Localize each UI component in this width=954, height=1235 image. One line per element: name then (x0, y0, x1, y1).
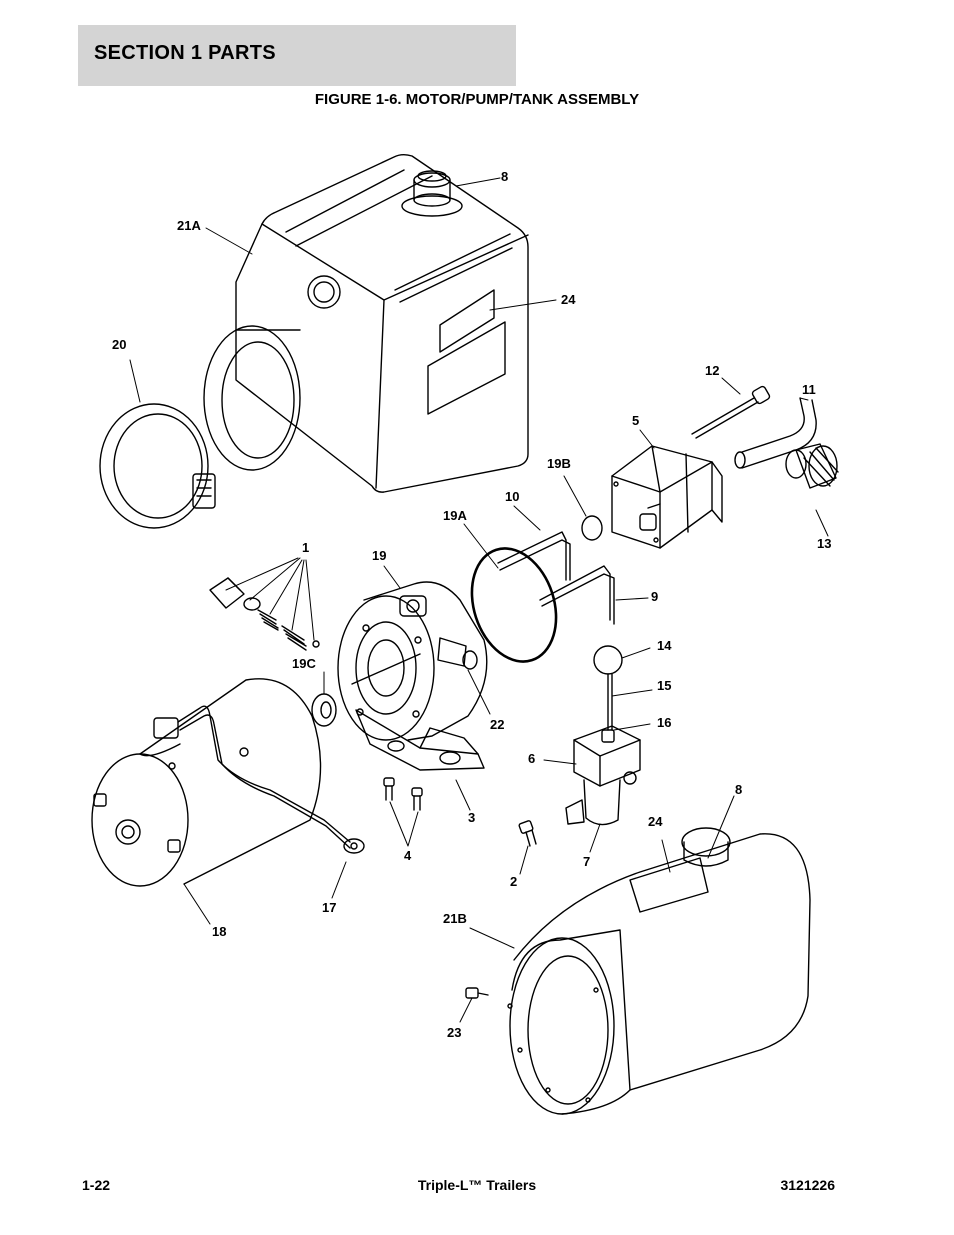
relief-valve-parts-1 (209, 577, 320, 651)
callout-8-bottom: 8 (735, 782, 742, 797)
callout-16: 16 (657, 715, 671, 730)
callout-5: 5 (632, 413, 639, 428)
manifold-body-19 (337, 581, 488, 741)
filler-cap-8-top (401, 170, 463, 217)
lever-handle-15 (607, 673, 613, 731)
callout-leader-lines (129, 177, 829, 1023)
valve-body-7 (565, 771, 637, 826)
mounting-bracket-3 (355, 709, 485, 771)
pump-5 (611, 445, 723, 549)
callout-8-top: 8 (501, 169, 508, 184)
callout-15: 15 (657, 678, 671, 693)
figure-title: FIGURE 1-6. MOTOR/PUMP/TANK ASSEMBLY (314, 91, 640, 108)
hose-clamp-20 (99, 403, 216, 529)
callout-2: 2 (510, 874, 517, 889)
bolts-4 (383, 777, 423, 811)
motor-18 (91, 678, 365, 887)
square-tank-21a (235, 154, 529, 493)
tank-outlet-flange (203, 325, 301, 471)
screw-23 (465, 987, 489, 999)
footer-document-number: 3121226 (780, 1177, 835, 1193)
tube-9 (539, 565, 615, 625)
callout-9: 9 (651, 589, 658, 604)
callout-12: 12 (705, 363, 719, 378)
callout-22: 22 (490, 717, 504, 732)
fitting-13 (785, 443, 839, 489)
o-ring-19a (470, 547, 558, 663)
callout-21a: 21A (177, 218, 201, 233)
callout-24-bottom: 24 (648, 814, 663, 829)
callout-11: 11 (802, 382, 816, 397)
lever-knob-14 (593, 645, 623, 675)
section-header-band: SECTION 1 PARTS (78, 25, 516, 86)
pump-shaft (351, 653, 421, 685)
callout-3: 3 (468, 810, 475, 825)
relief-fitting-22 (437, 637, 478, 670)
callout-1: 1 (302, 540, 309, 555)
section-title: SECTION 1 PARTS (94, 42, 276, 64)
callout-21b: 21B (443, 911, 467, 926)
screw-2 (518, 820, 537, 847)
callout-19b: 19B (547, 456, 571, 471)
callout-19a: 19A (443, 508, 467, 523)
valve-6 (573, 725, 641, 787)
callout-7: 7 (583, 854, 590, 869)
callout-19c: 19C (292, 656, 316, 671)
o-ring-19b (581, 515, 603, 541)
callout-23: 23 (447, 1025, 461, 1040)
filler-cap-8-bottom (681, 827, 731, 867)
callout-18: 18 (212, 924, 226, 939)
callout-17: 17 (322, 900, 336, 915)
callout-10: 10 (505, 489, 519, 504)
round-tank-21b (507, 833, 811, 1115)
seal-19c (311, 693, 337, 727)
callout-4: 4 (404, 848, 412, 863)
footer-page-number: 1-22 (82, 1177, 111, 1193)
callout-19: 19 (372, 548, 386, 563)
tube-10 (497, 531, 571, 581)
callout-24-top: 24 (561, 292, 576, 307)
callout-14: 14 (657, 638, 672, 653)
callout-6: 6 (528, 751, 535, 766)
bolt-12 (691, 385, 771, 439)
callout-20: 20 (112, 337, 126, 352)
callout-13: 13 (817, 536, 831, 551)
footer-product-name: Triple-L™ Trailers (417, 1177, 537, 1193)
